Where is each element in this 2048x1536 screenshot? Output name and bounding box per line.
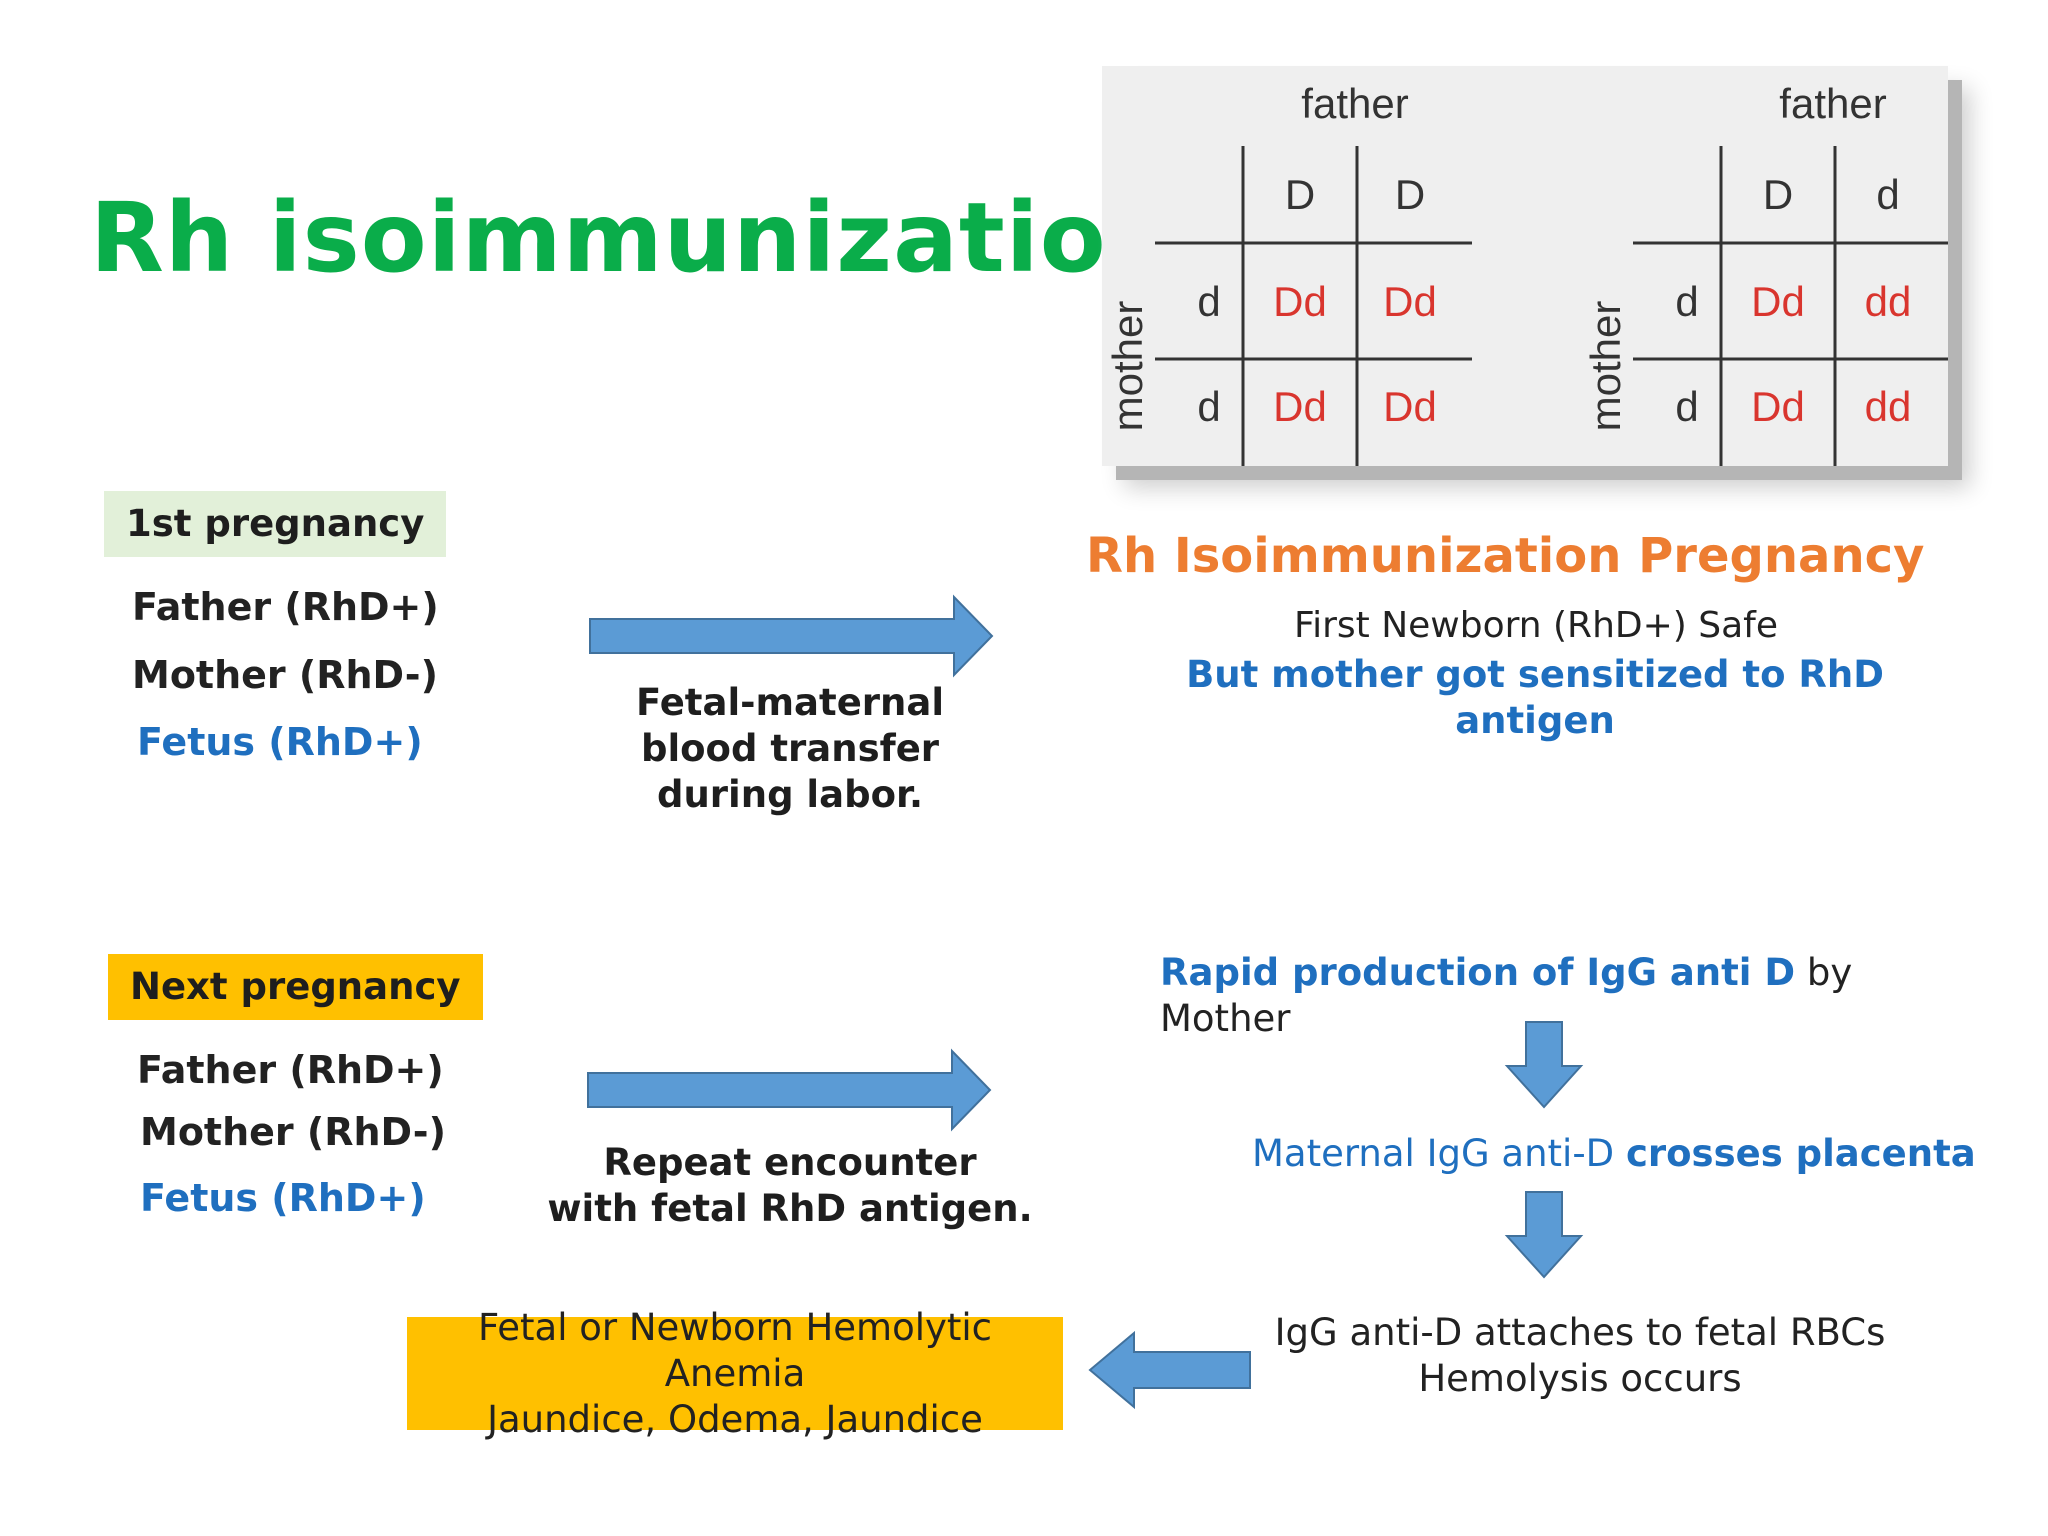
fetal-maternal-transfer-text: Fetal-maternal blood transfer during lab…	[600, 680, 980, 818]
transfer-line-3: during labor.	[656, 773, 924, 816]
right-arrow-icon	[586, 1048, 994, 1132]
crosses-placenta-text: Maternal IgG anti-D crosses placenta	[1252, 1132, 1976, 1175]
rapid-production-tail: by	[1795, 951, 1853, 994]
repeat-encounter-text: Repeat encounter with fetal RhD antigen.	[540, 1140, 1040, 1232]
punnett-left-mother-allele: d	[1197, 383, 1220, 430]
left-arrow-icon	[1086, 1330, 1254, 1410]
down-arrow-icon	[1504, 1020, 1584, 1110]
next-fetus-genotype: Fetus (RhD+)	[140, 1176, 426, 1220]
rh-pregnancy-heading: Rh Isoimmunization Pregnancy	[1086, 528, 1925, 584]
page-title: Rh isoimmunization	[90, 182, 1176, 294]
punnett-right-father-label: father	[1779, 80, 1886, 127]
punnett-right-cell: dd	[1865, 383, 1912, 430]
sensitized-line-1: But mother got sensitized to RhD	[1186, 653, 1884, 696]
punnett-right-father-allele: D	[1763, 171, 1793, 218]
next-mother-genotype: Mother (RhD-)	[140, 1110, 446, 1154]
punnett-right-mother-allele: d	[1675, 278, 1698, 325]
punnett-left-mother-label: mother	[1104, 301, 1151, 432]
punnett-right-mother-allele: d	[1675, 383, 1698, 430]
rapid-production-line2: Mother	[1160, 997, 1291, 1040]
punnett-left-father-label: father	[1301, 80, 1408, 127]
punnett-left-cell: Dd	[1273, 278, 1327, 325]
punnett-left-cell: Dd	[1383, 278, 1437, 325]
attaches-line-2: Hemolysis occurs	[1418, 1357, 1742, 1400]
punnett-right-cell: Dd	[1751, 278, 1805, 325]
encounter-line-1: Repeat encounter	[603, 1141, 977, 1184]
next-pregnancy-label: Next pregnancy	[108, 954, 483, 1020]
punnett-left-father-allele: D	[1285, 171, 1315, 218]
outcome-line-1: Fetal or Newborn Hemolytic Anemia	[477, 1305, 993, 1395]
rapid-production-text: Rapid production of IgG anti D by Mother	[1160, 950, 1860, 1042]
rapid-production-bold: Rapid production of IgG anti D	[1160, 951, 1796, 994]
next-father-genotype: Father (RhD+)	[137, 1048, 444, 1092]
punnett-left-father-allele: D	[1395, 171, 1425, 218]
first-mother-genotype: Mother (RhD-)	[132, 653, 438, 697]
down-arrow-icon	[1504, 1190, 1584, 1280]
first-pregnancy-label: 1st pregnancy	[104, 491, 447, 557]
punnett-right-cell: Dd	[1751, 383, 1805, 430]
right-arrow-icon	[588, 594, 996, 678]
crosses-placenta-bold: crosses placenta	[1625, 1132, 1976, 1175]
transfer-line-2: blood transfer	[640, 727, 940, 770]
punnett-right-mother-label: mother	[1582, 301, 1629, 432]
sensitized-text: But mother got sensitized to RhD antigen	[1170, 652, 1900, 744]
first-father-genotype: Father (RhD+)	[132, 585, 439, 629]
punnett-left-cell: Dd	[1273, 383, 1327, 430]
encounter-line-2: with fetal RhD antigen.	[547, 1187, 1033, 1230]
outcome-line-2: Jaundice, Odema, Jaundice	[487, 1397, 983, 1441]
igg-attaches-text: IgG anti-D attaches to fetal RBCs Hemoly…	[1260, 1310, 1900, 1402]
punnett-right-father-allele: d	[1876, 171, 1899, 218]
first-fetus-genotype: Fetus (RhD+)	[137, 720, 423, 764]
hemolytic-anemia-outcome-box: Fetal or Newborn Hemolytic Anemia Jaundi…	[407, 1306, 1063, 1441]
first-newborn-text: First Newborn (RhD+) Safe	[1293, 605, 1778, 646]
sensitized-line-2: antigen	[1455, 699, 1615, 742]
punnett-left-cell: Dd	[1383, 383, 1437, 430]
attaches-line-1: IgG anti-D attaches to fetal RBCs	[1274, 1311, 1886, 1354]
transfer-line-1: Fetal-maternal	[635, 681, 945, 724]
crosses-placenta-plain: Maternal IgG anti-D	[1252, 1132, 1626, 1175]
punnett-right-cell: dd	[1865, 278, 1912, 325]
punnett-left-mother-allele: d	[1197, 278, 1220, 325]
